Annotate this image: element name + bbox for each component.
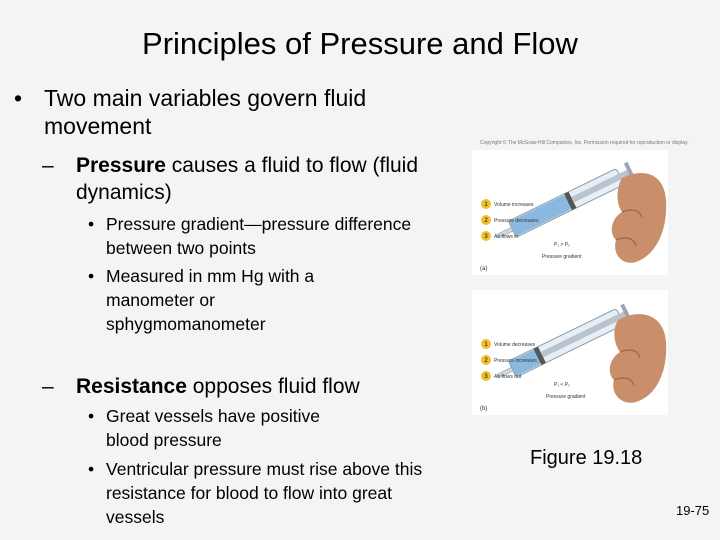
figure-caption: Figure 19.18 [530,447,643,469]
hand-shape [609,314,667,403]
resistance-sub-bullet: • Ventricular pressure must rise above t… [88,457,448,529]
step-number: 1 [484,342,488,348]
panel-letter: (b) [480,406,487,412]
pressure-sub-text: Pressure gradient—pressure difference be… [106,214,412,258]
step-badge [481,199,491,209]
main-bullet-text: Two main variables govern fluid movement [44,85,367,139]
step-number: 2 [484,218,488,224]
copyright-notice: Copyright © The McGraw-Hill Companies, I… [480,140,689,146]
step-number: 2 [484,358,488,364]
pressure-sub-bullet: • Measured in mm Hg with a manometer or … [88,264,318,336]
resistance-bullet: – Resistance opposes fluid flow [42,373,462,400]
syringe-tip [496,227,514,239]
pressure-sub-text: Measured in mm Hg with a manometer or sp… [106,266,315,334]
step-label: Air flows in [494,234,518,240]
step-list-a: 1 Volume increases 2 Pressure decreases … [481,199,539,241]
hand-b [609,314,667,403]
pressure-sub-bullet: • Pressure gradient—pressure difference … [88,212,458,260]
bullet-marker: • [88,406,95,426]
step-badge [481,355,491,365]
resistance-term: Resistance [76,375,187,398]
syringe-figure-b: 1 Volume decreases 2 Pressure increases … [472,290,668,415]
step-badge [481,371,491,381]
pressure-formula: P₁ > P₂ [554,242,570,248]
bullet-marker: • [88,266,95,286]
step-label: Pressure increases [494,358,537,364]
hand-a [611,173,667,263]
main-bullet: • Two main variables govern fluid moveme… [14,84,444,140]
syringe-plunger-seal [533,346,546,365]
pressure-bullet: – Pressure causes a fluid to flow (fluid… [42,152,462,206]
syringe-air-volume [509,350,541,376]
panel-letter: (a) [480,266,487,272]
page-number: 19-75 [676,503,710,518]
dash-marker: – [42,154,54,177]
step-label: Pressure decreases [494,218,539,224]
step-label: Volume increases [494,202,534,208]
syringe-figure-a: 1 Volume increases 2 Pressure decreases … [472,150,668,275]
hand-shape [611,173,667,263]
pressure-term: Pressure [76,154,166,177]
finger-lines [615,209,643,247]
bullet-marker: • [14,85,23,111]
step-number: 3 [484,234,488,240]
resistance-sub-text: Ventricular pressure must rise above thi… [106,459,423,527]
syringe-b [496,303,633,379]
step-label: Volume decreases [494,342,536,348]
syringe-plunger-seal [564,191,577,211]
step-badge [481,339,491,349]
resistance-description: opposes fluid flow [186,375,360,398]
syringe-plunger-rod [540,311,626,358]
finger-lines [613,349,641,387]
slide-title: Principles of Pressure and Flow [142,26,578,61]
step-number: 3 [484,374,488,380]
resistance-sub-text: Great vessels have positive blood pressu… [106,406,320,450]
step-badge [481,231,491,241]
resistance-sub-bullet: • Great vessels have positive blood pres… [88,404,328,452]
pressure-description: causes a fluid to flow (fluid dynamics) [76,154,419,204]
syringe-air-volume [509,195,571,236]
step-label: Air flows out [494,374,522,380]
pressure-gradient-label: Pressure gradient [546,394,586,400]
step-number: 1 [484,202,488,208]
step-badge [481,215,491,225]
step-list-b: 1 Volume decreases 2 Pressure increases … [481,339,537,381]
syringe-plunger-rod [571,169,630,203]
pressure-gradient-label: Pressure gradient [542,254,582,260]
dash-marker: – [42,375,54,398]
pressure-formula: P₁ < P₂ [554,382,570,388]
bullet-marker: • [88,214,95,234]
bullet-marker: • [88,459,95,479]
syringe-tip [496,367,514,379]
